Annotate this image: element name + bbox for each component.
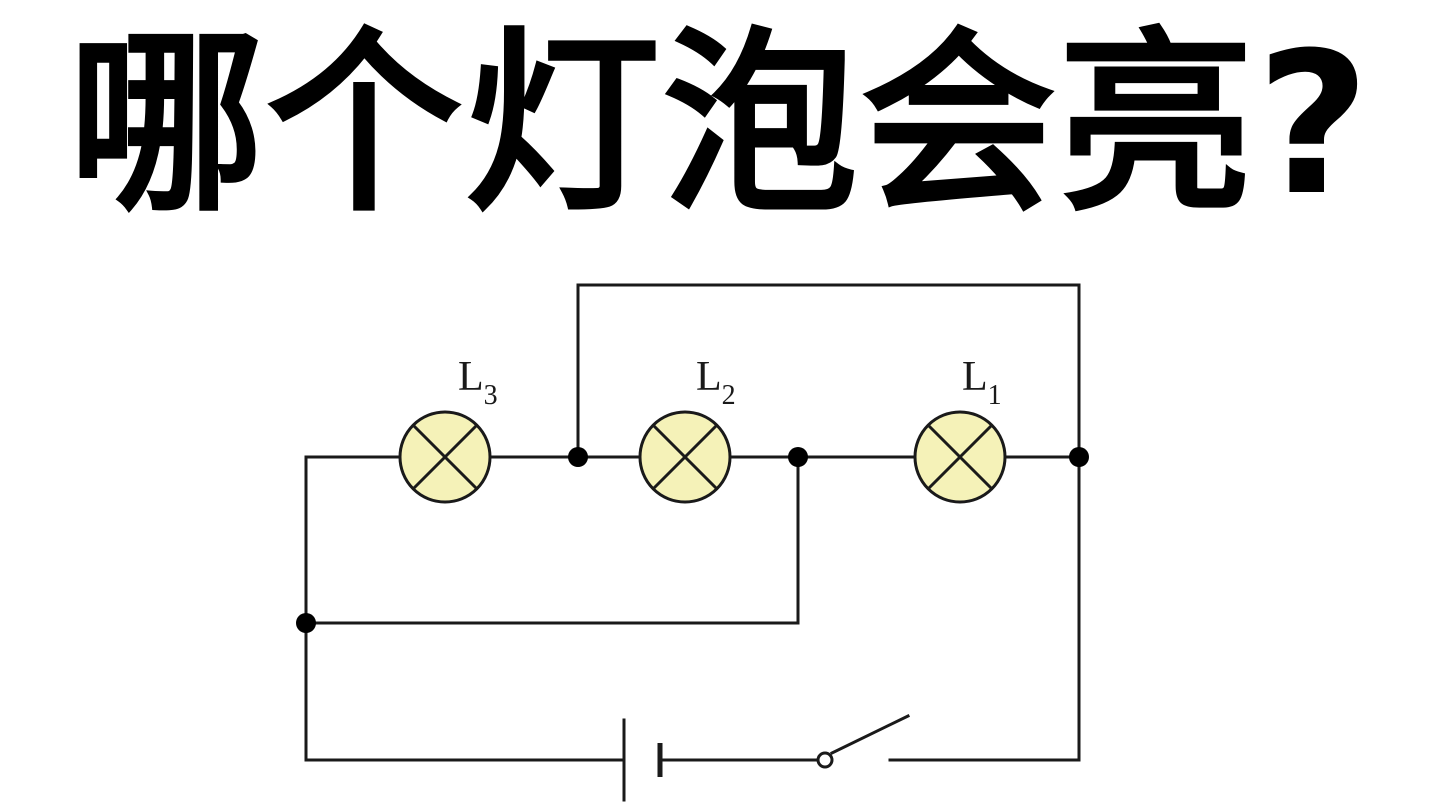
- switch: [816, 713, 911, 769]
- label-l1-subscript: 1: [988, 380, 1002, 411]
- junction-l2-l1: [788, 447, 808, 467]
- label-l2-letter: L: [696, 354, 722, 400]
- label-l2: L2: [696, 354, 736, 411]
- wires: [304, 283, 1081, 762]
- bulb-l2: [638, 410, 732, 504]
- junction-left-lower: [296, 613, 316, 633]
- switch-lever: [829, 713, 911, 756]
- switch-pivot: [816, 751, 834, 769]
- wire-top-bypass: [576, 283, 1081, 459]
- junction-right: [1069, 447, 1089, 467]
- bulb-l1: [913, 410, 1007, 504]
- bulb-l3-cross-b: [411, 423, 479, 491]
- junctions: [296, 447, 1089, 633]
- label-l2-subscript: 2: [722, 380, 736, 411]
- bulb-l1-cross-b: [926, 423, 994, 491]
- page-title: 哪个灯泡会亮?: [68, 11, 1372, 239]
- label-l3: L3: [458, 354, 498, 411]
- label-l1: L1: [962, 354, 1002, 411]
- battery: [622, 718, 663, 802]
- label-l1-letter: L: [962, 354, 988, 400]
- label-l3-letter: L: [458, 354, 484, 400]
- wire-middle-bypass: [304, 455, 800, 625]
- bulb-l3: [398, 410, 492, 504]
- junction-l3-l2: [568, 447, 588, 467]
- bulb-l2-cross-b: [651, 423, 719, 491]
- label-l3-subscript: 3: [484, 380, 498, 411]
